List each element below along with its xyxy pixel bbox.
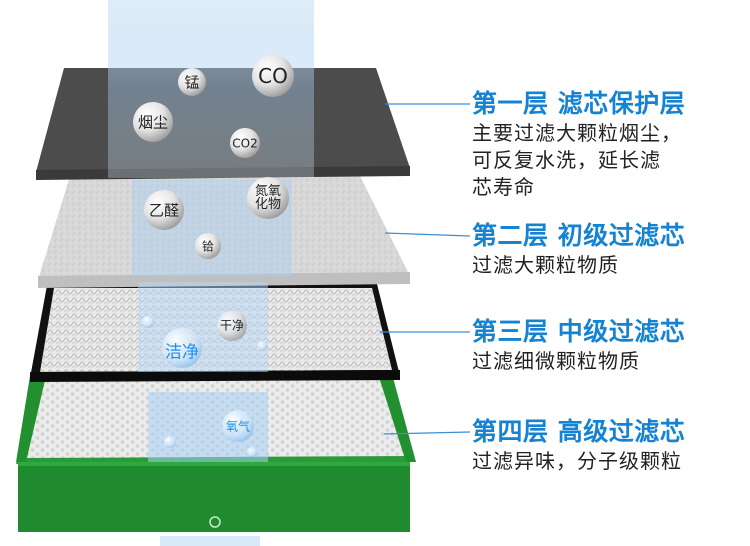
clean-label: 洁净 <box>165 338 199 363</box>
nitrogen-oxide-label: 氮氧 化物 <box>255 185 281 211</box>
clean-small-label: 干净 <box>220 320 244 333</box>
layer1-annotation: 第一层 滤芯保护层 主要过滤大颗粒烟尘， 可反复水洗，延长滤 芯寿命 <box>472 88 742 201</box>
layer4-annotation: 第四层 高级过滤芯 过滤异味，分子级颗粒 <box>472 416 742 475</box>
manganese-label: 锰 <box>184 72 199 93</box>
layer1-title: 第一层 滤芯保护层 <box>472 88 742 120</box>
lead-label: 铪 <box>202 241 214 254</box>
layer4-title: 第四层 高级过滤芯 <box>472 416 742 448</box>
layer1-desc-line1: 主要过滤大颗粒烟尘， <box>472 120 742 147</box>
layer3-annotation: 第三层 中级过滤芯 过滤细微颗粒物质 <box>472 316 742 375</box>
layer2-annotation: 第二层 初级过滤芯 过滤大颗粒物质 <box>472 220 742 279</box>
layer2-desc-line1: 过滤大颗粒物质 <box>472 252 742 279</box>
co-label: CO <box>258 64 288 88</box>
layer1-desc-line2: 可反复水洗，延长滤 <box>472 147 742 174</box>
oxygen-label: 氧气 <box>226 421 250 434</box>
layer3-title: 第三层 中级过滤芯 <box>472 316 742 348</box>
layer2-title: 第二层 初级过滤芯 <box>472 220 742 252</box>
acetaldehyde-label: 乙醛 <box>149 200 179 221</box>
co2-label: CO2 <box>232 138 257 151</box>
layer3-desc-line1: 过滤细微颗粒物质 <box>472 348 742 375</box>
layer1-desc-line3: 芯寿命 <box>472 174 742 201</box>
layer4-desc-line1: 过滤异味，分子级颗粒 <box>472 448 742 475</box>
smoke-dust-label: 烟尘 <box>138 112 168 133</box>
